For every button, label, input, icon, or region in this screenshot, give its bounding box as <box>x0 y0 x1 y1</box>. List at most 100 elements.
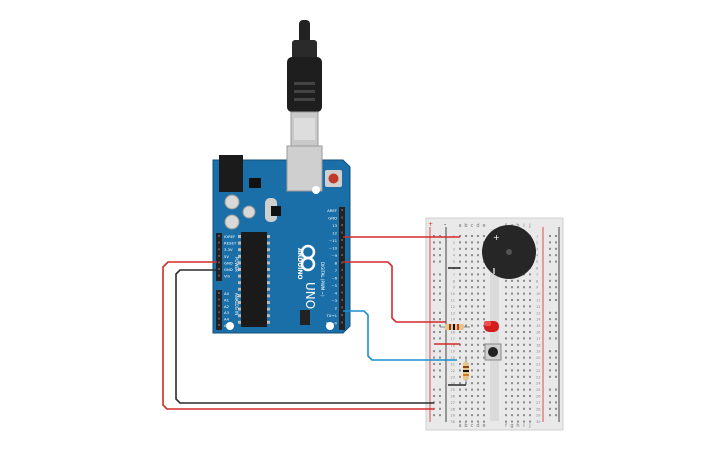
digital-pin-label: TX→1 <box>325 313 337 318</box>
power-pin-label: 5V <box>224 254 229 259</box>
breadboard-column-label: j <box>528 423 530 429</box>
power-pin-label: GND <box>224 267 233 272</box>
digital-pin-label: 12 <box>332 231 337 236</box>
rail-minus-label: - <box>444 221 446 228</box>
arduino-brand: ARDUINO <box>296 248 303 279</box>
breadboard-row-label: 21 <box>451 363 455 367</box>
power-header-label: POWER <box>234 257 239 272</box>
breadboard-row-label: 29 <box>536 414 540 418</box>
digital-pin-label: ~11 <box>329 238 338 243</box>
breadboard-column-label: a <box>458 223 461 229</box>
breadboard-row-label: 10 <box>536 292 540 296</box>
digital-pin-label: 8 <box>335 261 338 266</box>
atmega-chip <box>241 232 267 327</box>
breadboard-row-label: 4 <box>536 254 539 258</box>
red-led <box>484 321 499 332</box>
digital-pin-label: AREF <box>327 208 337 213</box>
digital-pin-label: ~5 <box>331 283 337 288</box>
breadboard-row-label: 1 <box>536 235 538 239</box>
breadboard-row-label: 15 <box>536 324 540 328</box>
breadboard-row-label: 16 <box>451 331 455 335</box>
digital-pin-label: 13 <box>332 223 337 228</box>
breadboard-column-label: i <box>523 423 524 429</box>
breadboard-row-label: 13 <box>451 311 455 315</box>
digital-pin-label: ~3 <box>331 298 337 303</box>
digital-pin-label: RX←0 <box>326 321 337 326</box>
digital-pin-label: 2 <box>335 306 338 311</box>
breadboard-row-label: 9 <box>453 286 455 290</box>
power-pin-label: Vin <box>224 274 231 279</box>
breadboard-row-label: 3 <box>536 247 538 251</box>
breadboard-row-label: 21 <box>536 363 540 367</box>
breadboard-column-label: g <box>510 423 513 429</box>
power-pin-label: IOREF <box>224 234 235 239</box>
arduino-model: UNO <box>303 282 317 309</box>
breadboard-column-label: c <box>471 223 474 229</box>
breadboard-column-label: d <box>476 223 479 229</box>
breadboard-row-label: 25 <box>451 388 455 392</box>
breadboard-row-label: 18 <box>536 343 540 347</box>
breadboard-row-label: 4 <box>453 254 456 258</box>
breadboard-row-label: 7 <box>453 273 455 277</box>
digital-pin-label: ~10 <box>329 246 338 251</box>
breadboard-row-label: 19 <box>536 350 540 354</box>
digital-pin-label: GND <box>328 216 337 221</box>
breadboard-row-label: 28 <box>451 407 455 411</box>
breadboard-row-label: 22 <box>451 369 455 373</box>
breadboard-row-label: 8 <box>453 279 455 283</box>
breadboard-row-label: 6 <box>536 267 538 271</box>
analog-pin-label: A1 <box>224 297 230 302</box>
breadboard-row-label: 2 <box>536 241 538 245</box>
breadboard-row-label: 11 <box>536 299 540 303</box>
digital-pin-label: 4 <box>335 291 338 296</box>
usb-cable <box>287 20 322 147</box>
digital-header <box>339 207 345 330</box>
breadboard-row-label: 19 <box>451 350 455 354</box>
breadboard-column-label: h <box>516 223 519 229</box>
breadboard-row-label: 13 <box>536 311 540 315</box>
arduino-board: ARDUINO UNO DIGITAL (PWM ~) POWER ANALOG… <box>212 145 351 334</box>
breadboard-row-label: 8 <box>536 279 538 283</box>
breadboard-row-label: 5 <box>536 260 538 264</box>
breadboard-row-label: 27 <box>451 401 455 405</box>
breadboard-row-label: 17 <box>451 337 455 341</box>
breadboard-row-label: 22 <box>536 369 540 373</box>
breadboard-row-label: 14 <box>451 318 456 322</box>
analog-pin-label: A5 <box>224 323 230 328</box>
breadboard-row-label: 26 <box>536 395 540 399</box>
resistor-led <box>440 324 470 330</box>
digital-pin-label: ~6 <box>331 276 337 281</box>
breadboard-row-label: 20 <box>536 356 540 360</box>
breadboard-row-label: 11 <box>451 299 455 303</box>
digital-pin-label: ~9 <box>331 253 337 258</box>
breadboard-row-label: 16 <box>536 331 540 335</box>
piezo-buzzer: + <box>482 225 536 279</box>
breadboard-row-label: 2 <box>453 241 455 245</box>
breadboard-column-label: e <box>482 223 485 229</box>
breadboard-row-label: 28 <box>536 407 540 411</box>
arduino-logo <box>300 244 316 272</box>
breadboard-row-label: 25 <box>536 388 540 392</box>
breadboard-row-label: 12 <box>451 305 455 309</box>
breadboard-row-label: 3 <box>453 247 455 251</box>
breadboard-column-label: c <box>471 423 474 429</box>
wire-gnd-rail <box>175 269 434 404</box>
breadboard-row-label: 30 <box>536 420 540 424</box>
breadboard-row-label: 24 <box>536 382 541 386</box>
power-pin-label: 3.3V <box>224 247 233 252</box>
breadboard-column-label: h <box>516 423 519 429</box>
breadboard-column-label: b <box>464 223 467 229</box>
breadboard-row-label: 24 <box>451 382 456 386</box>
push-button <box>484 343 502 361</box>
analog-pin-label: A0 <box>224 291 230 296</box>
breadboard-row-label: 23 <box>536 375 540 379</box>
analog-pin-label: A2 <box>224 304 230 309</box>
wire-pin2-button <box>343 310 457 361</box>
usb-port <box>286 145 323 192</box>
breadboard-row-label: 5 <box>453 260 455 264</box>
digital-pin-label: 7 <box>335 268 338 273</box>
breadboard-row-label: 30 <box>451 420 455 424</box>
breadboard-column-label: d <box>476 423 479 429</box>
analog-header <box>216 290 222 330</box>
